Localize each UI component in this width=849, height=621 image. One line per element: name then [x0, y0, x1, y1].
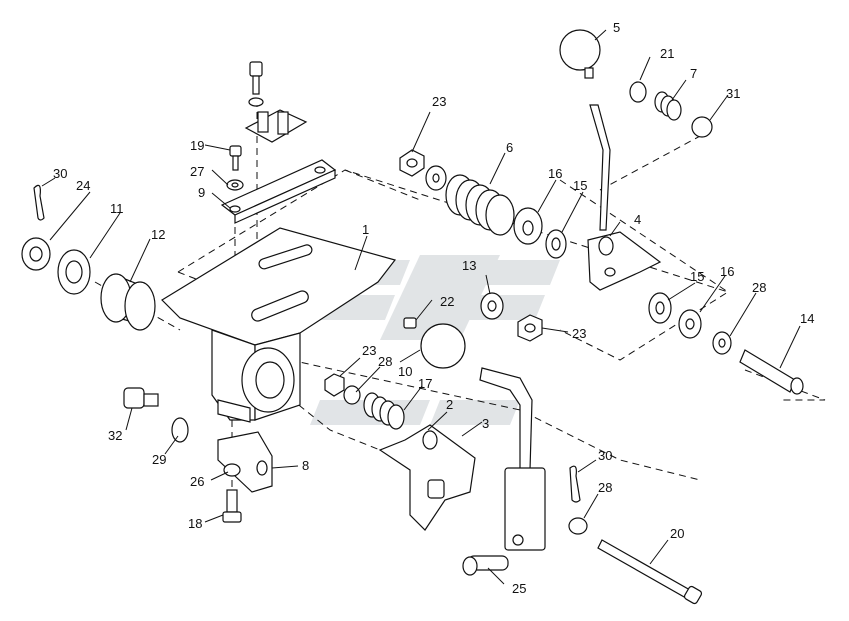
washer-13 — [480, 292, 504, 320]
bolt-20 — [597, 539, 703, 605]
callout-23-lower: 23 — [362, 343, 376, 358]
shift-lever-4 — [587, 104, 662, 291]
callout-31: 31 — [726, 86, 740, 101]
sensor-32 — [123, 387, 159, 409]
nut-23-top — [399, 149, 425, 177]
callout-29: 29 — [152, 452, 166, 467]
shift-knob-5 — [559, 29, 601, 79]
callout-9: 9 — [198, 185, 205, 200]
callout-26: 26 — [190, 474, 204, 489]
callout-5: 5 — [613, 20, 620, 35]
bolt-18 — [222, 489, 242, 523]
leader-lines — [41, 29, 801, 585]
callout-4: 4 — [634, 212, 641, 227]
ball-31 — [691, 116, 713, 138]
callout-11: 11 — [110, 201, 124, 216]
lever-2 — [378, 424, 476, 531]
callout-15-top: 15 — [573, 178, 587, 193]
castle-nut-24 — [21, 237, 51, 271]
callout-21: 21 — [660, 46, 674, 61]
rod-3 — [479, 367, 546, 551]
washer-28-center — [343, 385, 361, 405]
cotter-pin-30-right — [569, 465, 581, 503]
callout-24: 24 — [76, 178, 90, 193]
callout-27: 27 — [190, 164, 204, 179]
callout-23-center: 23 — [572, 326, 586, 341]
nut-23-center — [517, 314, 543, 342]
callout-8: 8 — [302, 458, 309, 473]
callout-18: 18 — [188, 516, 202, 531]
callout-6: 6 — [506, 140, 513, 155]
main-bracket — [161, 227, 397, 423]
callout-labels: 1 2 3 4 5 6 7 8 9 10 11 12 13 14 15 15 1… — [53, 20, 814, 596]
callout-13: 13 — [462, 258, 476, 273]
cotter-pin-30-left — [33, 184, 45, 221]
nut-23-lower — [324, 373, 345, 397]
callout-12: 12 — [151, 227, 165, 242]
ring-29 — [171, 417, 189, 443]
bushing-12 — [100, 273, 156, 331]
washer-15-right — [648, 292, 672, 324]
callout-3: 3 — [482, 416, 489, 431]
spring-17 — [363, 392, 405, 430]
washer-26 — [223, 463, 241, 477]
washer-16-right — [678, 309, 702, 339]
callout-20: 20 — [670, 526, 684, 541]
callout-32: 32 — [108, 428, 122, 443]
callout-19: 19 — [190, 138, 204, 153]
callout-30-left: 30 — [53, 166, 67, 181]
pin-25 — [462, 555, 509, 576]
pin-22 — [403, 317, 417, 329]
callout-28-bottom: 28 — [598, 480, 612, 495]
callout-16-right: 16 — [720, 264, 734, 279]
callout-25: 25 — [512, 581, 526, 596]
bolt-19 — [226, 145, 244, 191]
washer-top — [425, 165, 447, 191]
washer-28-bottom — [568, 517, 588, 535]
callout-16-top: 16 — [548, 166, 562, 181]
washer-28-right — [712, 331, 732, 355]
washer-16-top — [513, 207, 543, 245]
callout-30-right: 30 — [598, 448, 612, 463]
callout-1: 1 — [362, 222, 369, 237]
plate-part-9 — [220, 159, 337, 224]
knob-10 — [420, 323, 466, 369]
callout-15-right: 15 — [690, 269, 704, 284]
bolt-top — [248, 61, 264, 107]
plug-21 — [629, 81, 647, 103]
callout-28-center: 28 — [378, 354, 392, 369]
spring-6 — [445, 174, 515, 236]
callout-28-right: 28 — [752, 280, 766, 295]
shaft-14 — [739, 349, 804, 395]
bracket-8 — [217, 431, 273, 493]
washer-11 — [57, 249, 91, 295]
callout-2: 2 — [446, 397, 453, 412]
callout-23-top: 23 — [432, 94, 446, 109]
washer-15-top — [545, 229, 567, 259]
top-clip — [244, 109, 308, 143]
callout-22: 22 — [440, 294, 454, 309]
callout-7: 7 — [690, 66, 697, 81]
callout-17: 17 — [418, 376, 432, 391]
callout-10: 10 — [398, 364, 412, 379]
spring-7 — [654, 91, 682, 121]
callout-14: 14 — [800, 311, 814, 326]
